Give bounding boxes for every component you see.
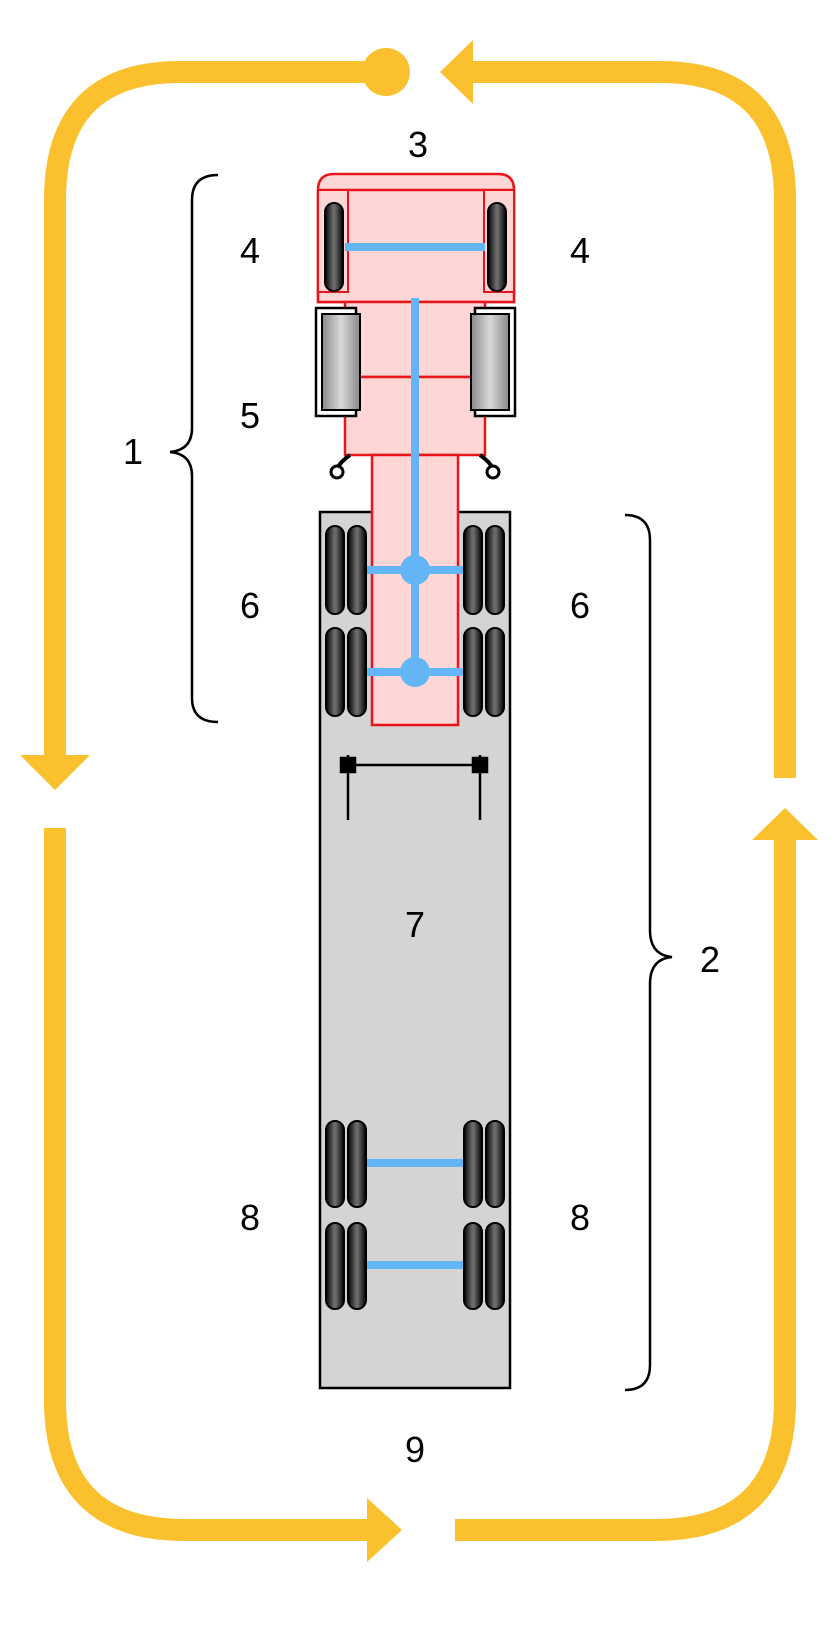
tyre-icon [325, 1120, 345, 1208]
flow-path-top-right [455, 61, 796, 778]
label-trailer-body: 7 [405, 904, 425, 945]
flow-path-bottom-left [44, 828, 370, 1541]
label-trailer-axle-right: 8 [570, 1197, 590, 1238]
fuel-tank-right [470, 313, 510, 411]
tyre-icon [487, 202, 507, 292]
label-steer-left: 4 [240, 230, 260, 271]
label-tractor: 1 [123, 431, 143, 472]
label-cab-middle: 5 [240, 395, 260, 436]
tyre-icon [347, 1222, 367, 1310]
tyre-icon [485, 1222, 505, 1310]
fuel-tank-left [321, 313, 361, 411]
tyre-icon [325, 627, 345, 717]
hook-left-end [329, 464, 345, 480]
arrow-icon [20, 755, 90, 790]
hook-right-end [485, 464, 501, 480]
tyre-icon [325, 1222, 345, 1310]
tyre-icon [347, 627, 367, 717]
tyre-icon [463, 1120, 483, 1208]
flow-path-bottom-right [455, 835, 796, 1541]
tyre-icon [325, 525, 345, 615]
tyre-icon [347, 1120, 367, 1208]
label-rear: 9 [405, 1429, 425, 1470]
label-drive-right: 6 [570, 585, 590, 626]
arrow-icon [752, 808, 818, 840]
tyre-icon [463, 525, 483, 615]
coupling-icon [400, 657, 430, 687]
tyre-icon [485, 1120, 505, 1208]
tyre-icon [485, 627, 505, 717]
tyre-icon [324, 202, 344, 292]
tyre-icon [463, 627, 483, 717]
arrow-icon [367, 1498, 402, 1562]
label-trailer: 2 [700, 939, 720, 980]
label-drive-left: 6 [240, 585, 260, 626]
flow-loop [44, 61, 796, 1541]
label-steer-right: 4 [570, 230, 590, 271]
flow-start-dot [362, 48, 410, 96]
tyre-icon [463, 1222, 483, 1310]
tractor [314, 172, 517, 727]
tyres [324, 202, 507, 1310]
flow-path-top-left [44, 61, 385, 755]
tyre-icon [347, 525, 367, 615]
tractor-brace [169, 173, 219, 724]
kingpin-dimension [339, 755, 489, 820]
arrow-icon [440, 40, 473, 104]
coupling-icon [400, 555, 430, 585]
label-trailer-axle-left: 8 [240, 1197, 260, 1238]
tyre-icon [485, 525, 505, 615]
trailer-axles [348, 1159, 480, 1269]
label-front: 3 [408, 124, 428, 165]
trailer-brace [624, 513, 673, 1392]
